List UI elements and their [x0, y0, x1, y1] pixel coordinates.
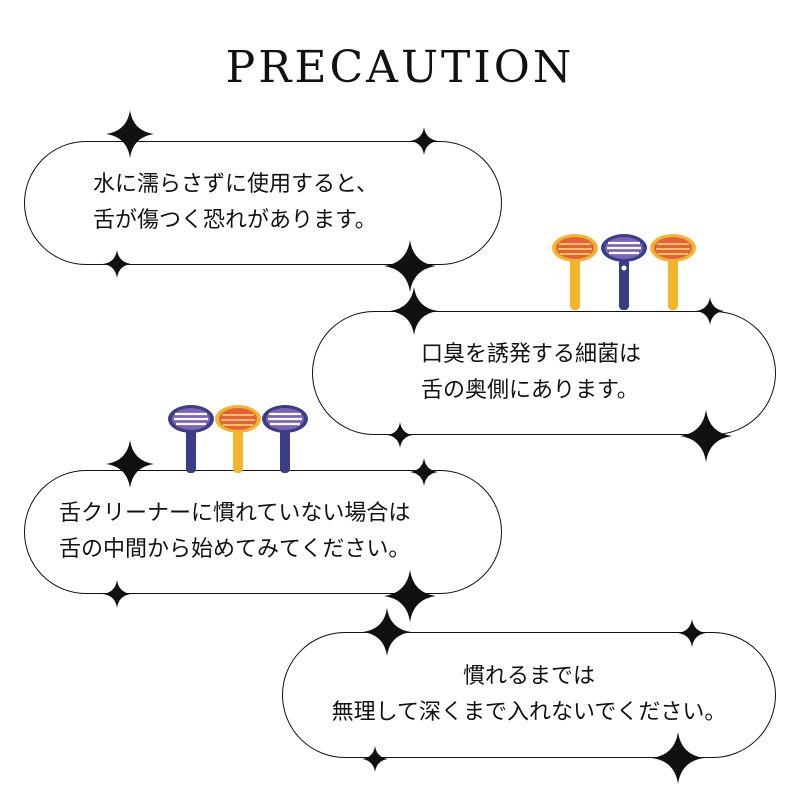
- sparkle-icon: [103, 580, 131, 608]
- sparkle-icon: [390, 287, 438, 335]
- sparkle-icon: [363, 608, 411, 656]
- tongue-cleaner-icon: [650, 234, 696, 310]
- sparkle-icon: [410, 127, 438, 155]
- tongue-cleaner-icon: [552, 234, 598, 310]
- page-title: PRECAUTION: [225, 42, 575, 93]
- card-1-line-2: 舌が傷つく恐れがあります。: [93, 208, 377, 233]
- sparkle-icon: [384, 570, 436, 622]
- tongue-cleaner-icon: [601, 234, 647, 310]
- sparkle-icon: [387, 422, 413, 448]
- tongue-cleaner-icon: [168, 405, 214, 473]
- precaution-card-1: 水に濡らさずに使用すると、 舌が傷つく恐れがあります。: [24, 141, 502, 265]
- tongue-cleaner-icon: [262, 405, 308, 473]
- tongue-cleaner-icon: [215, 405, 261, 473]
- sparkle-icon: [362, 746, 388, 772]
- sparkle-icon: [678, 619, 706, 647]
- sparkle-icon: [103, 250, 131, 278]
- precaution-card-3: 舌クリーナーに慣れていない場合は 舌の中間から始めてみてください。: [24, 470, 502, 594]
- precaution-card-4: 慣れるまでは 無理して深くまで入れないでください。: [282, 632, 776, 758]
- sparkle-icon: [106, 110, 154, 158]
- sparkle-icon: [652, 732, 704, 784]
- sparkle-icon: [410, 458, 438, 486]
- precaution-card-2: 口臭を誘発する細菌は 舌の奥側にあります。: [312, 311, 776, 435]
- card-4-line-1: 慣れるまでは: [462, 664, 595, 689]
- card-3-line-2: 舌の中間から始めてみてください。: [59, 537, 411, 562]
- sparkle-icon: [680, 410, 732, 462]
- sparkle-icon: [106, 440, 154, 488]
- sparkle-icon: [696, 297, 724, 325]
- card-2-line-1: 口臭を誘発する細菌は: [421, 342, 642, 367]
- card-3-line-1: 舌クリーナーに慣れていない場合は: [59, 501, 411, 526]
- card-2-line-2: 舌の奥側にあります。: [421, 378, 639, 403]
- card-4-line-2: 無理して深くまで入れないでください。: [331, 700, 727, 725]
- sparkle-icon: [384, 240, 436, 292]
- card-1-line-1: 水に濡らさずに使用すると、: [93, 172, 379, 197]
